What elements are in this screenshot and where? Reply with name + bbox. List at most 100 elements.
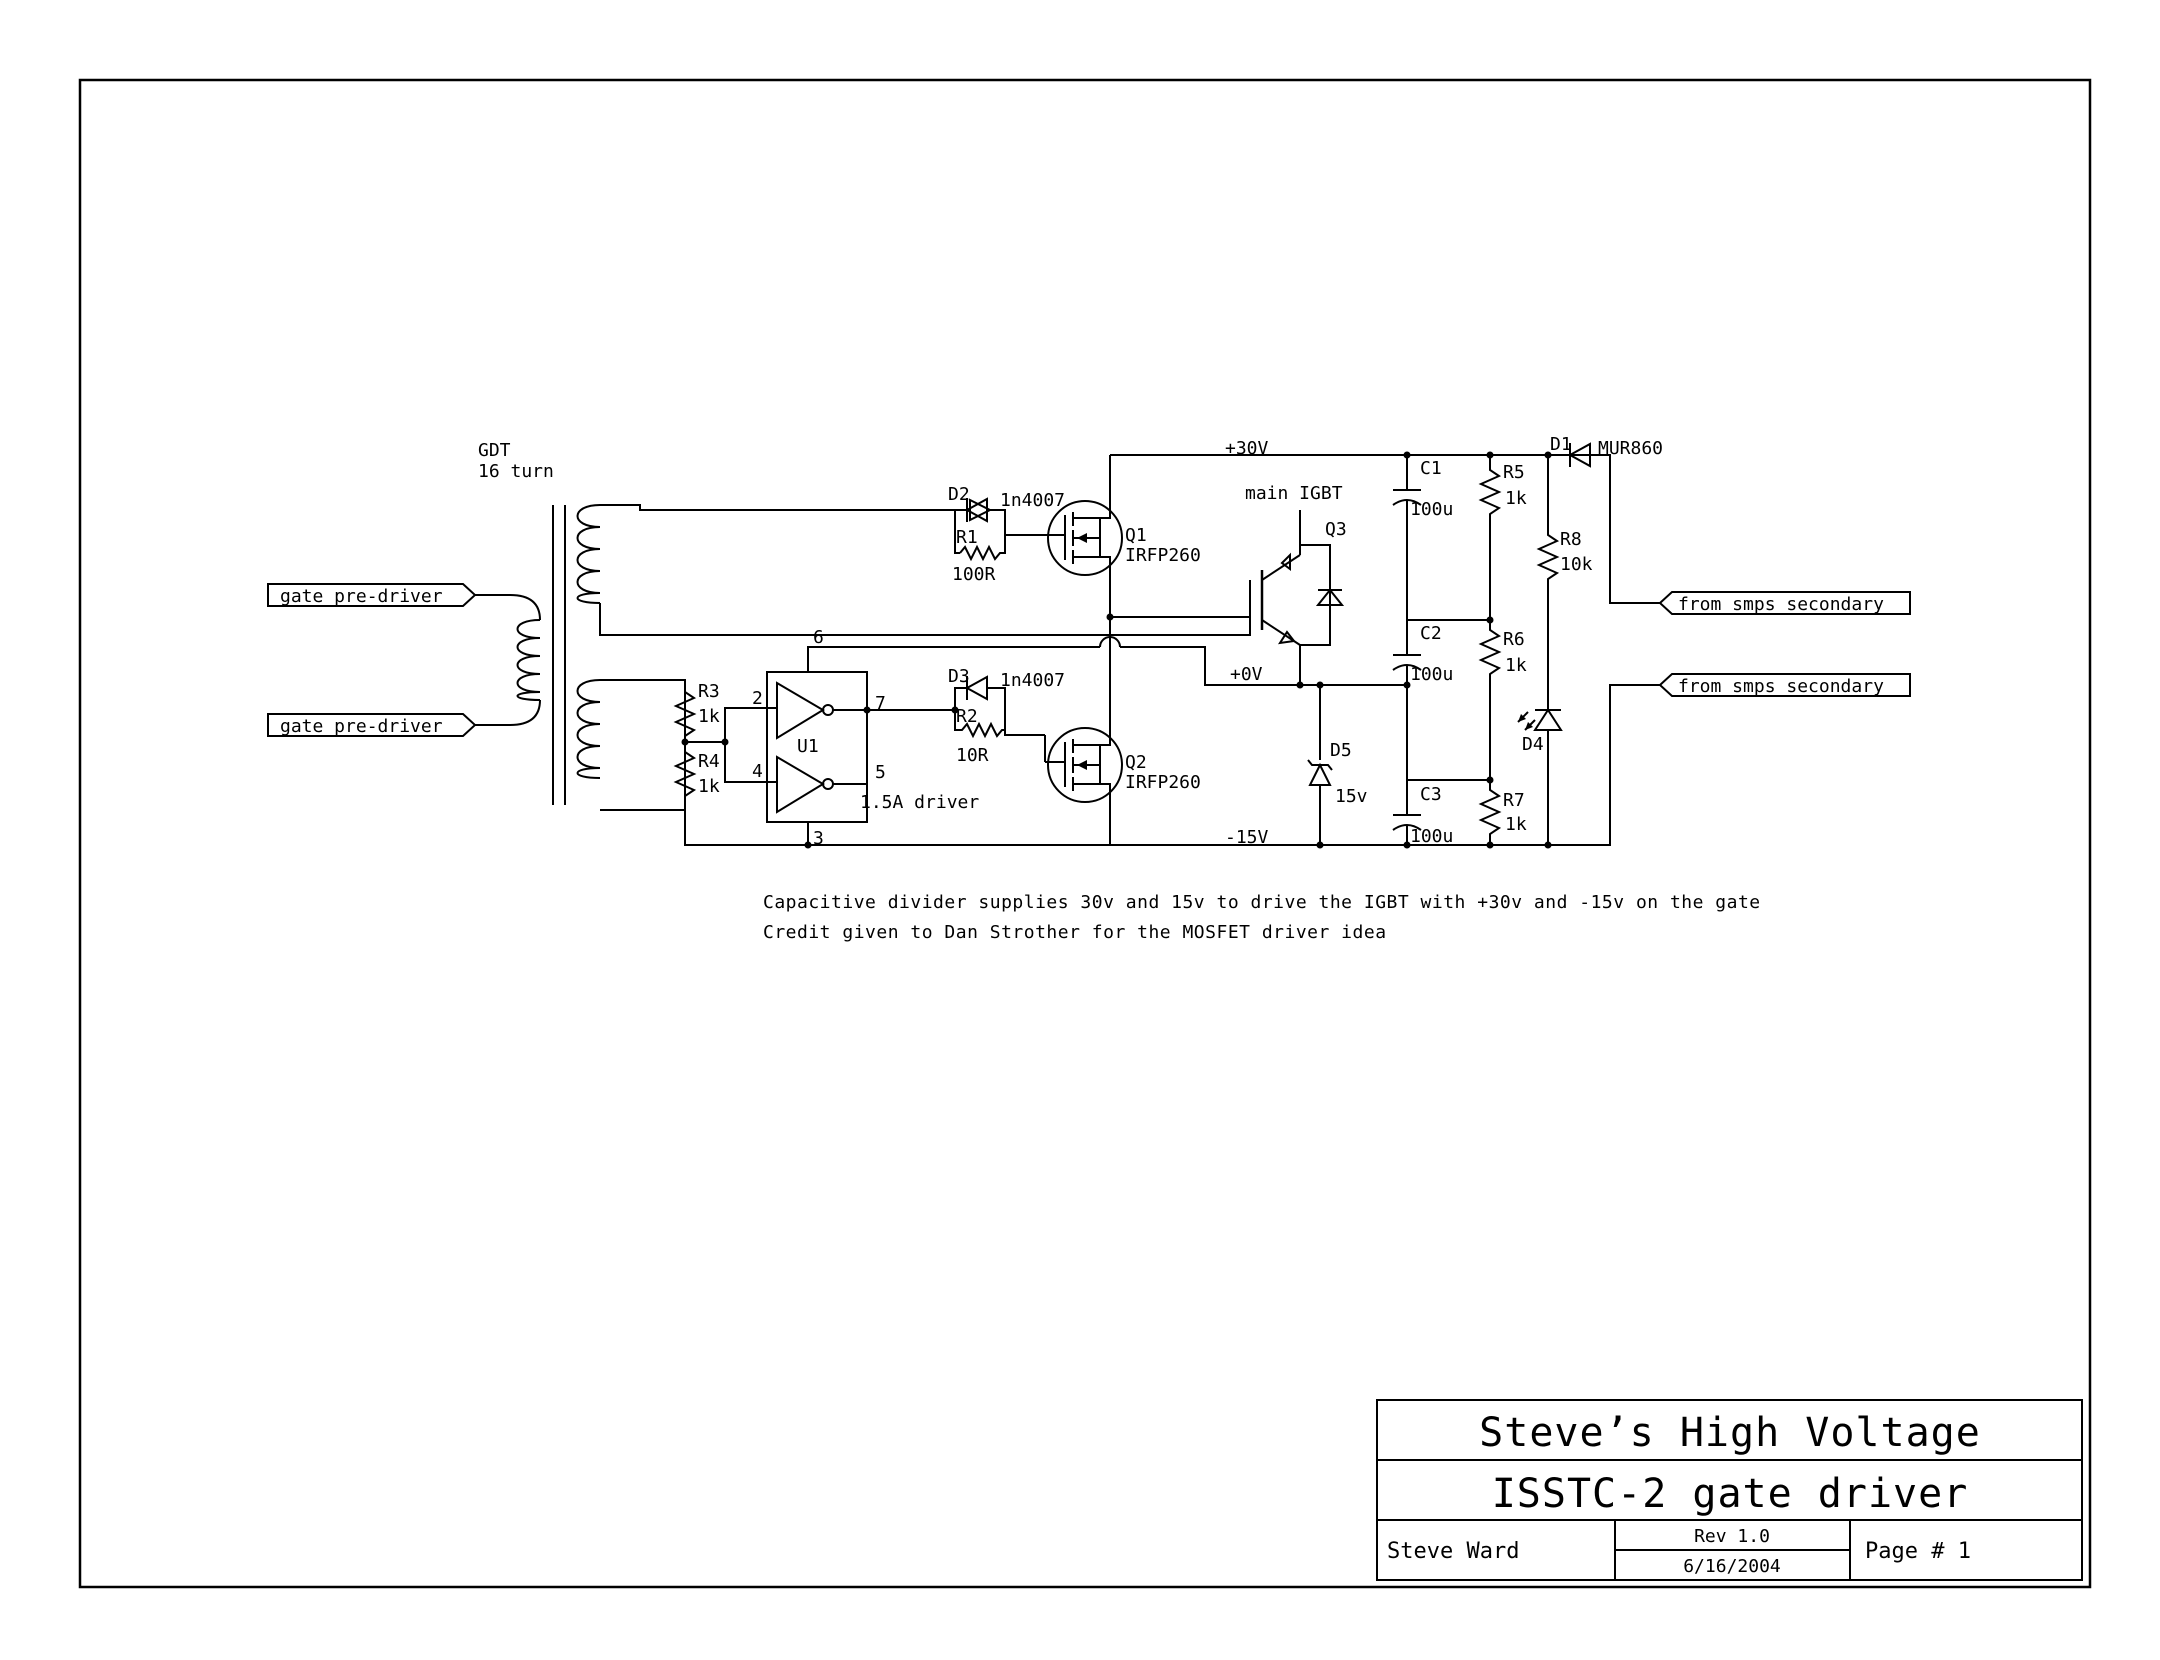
gdt-secondary-coil-2 — [576, 679, 601, 779]
svg-text:1k: 1k — [698, 706, 720, 727]
svg-text:R7: R7 — [1503, 790, 1525, 811]
svg-text:R6: R6 — [1503, 629, 1525, 650]
svg-text:C2: C2 — [1420, 623, 1442, 644]
svg-text:R2: R2 — [956, 706, 978, 727]
svg-text:IRFP260: IRFP260 — [1125, 772, 1201, 793]
diode-d3: D3 1n4007 — [948, 666, 1065, 701]
junction — [951, 706, 959, 714]
junction — [1296, 681, 1304, 689]
svg-text:IRFP260: IRFP260 — [1125, 545, 1201, 566]
svg-text:1k: 1k — [1505, 814, 1527, 835]
wire — [685, 707, 770, 743]
svg-text:1n4007: 1n4007 — [1000, 670, 1065, 691]
pin-label: 5 — [875, 762, 886, 783]
junction — [1486, 776, 1494, 784]
svg-text:Q1: Q1 — [1125, 525, 1147, 546]
wire — [807, 646, 1100, 672]
drawing-title: ISSTC-2 gate driver — [1492, 1471, 1969, 1517]
wire — [954, 687, 967, 710]
junction — [1316, 681, 1324, 689]
svg-text:10k: 10k — [1560, 554, 1593, 575]
wire — [599, 603, 1251, 636]
svg-text:C1: C1 — [1420, 458, 1442, 479]
svg-text:100u: 100u — [1410, 826, 1453, 847]
gdt-name: GDT — [478, 440, 511, 461]
wire — [475, 594, 541, 621]
diode-d1: D1 MUR860 — [1550, 434, 1663, 468]
net-minus15: -15V — [1225, 827, 1269, 848]
gdt-primary-coil — [516, 619, 541, 701]
wire — [987, 509, 1006, 535]
author: Steve Ward — [1387, 1539, 1519, 1564]
resistor-r2: R2 10R — [954, 706, 1045, 766]
company-name: Steve’s High Voltage — [1479, 1410, 1981, 1456]
net-plus30: +30V — [1225, 438, 1269, 459]
wire — [954, 510, 960, 554]
resistor-r5: R5 1k — [1478, 455, 1527, 620]
junction — [721, 738, 729, 746]
junction — [1403, 841, 1411, 849]
svg-text:D4: D4 — [1522, 734, 1544, 755]
wire — [475, 699, 541, 726]
sheet-border — [78, 78, 2092, 1589]
pin-label: 4 — [752, 761, 763, 782]
revision: Rev 1.0 — [1694, 1526, 1770, 1547]
port-gate-pre-driver-1: gate pre-driver — [267, 583, 477, 607]
port-smps-secondary-1: from smps secondary — [1658, 591, 1911, 615]
zener-d5: D5 15v — [1307, 685, 1368, 845]
diode-d2: D2 1n4007 — [948, 484, 1065, 523]
pin-label: 7 — [875, 693, 886, 714]
svg-text:D3: D3 — [948, 666, 970, 687]
led-d4: D4 — [1517, 708, 1563, 845]
svg-text:D2: D2 — [948, 484, 970, 505]
wire — [1590, 454, 1660, 604]
svg-text:R4: R4 — [698, 751, 720, 772]
wire — [600, 504, 955, 511]
resistor-r1: R1 100R — [952, 527, 1045, 585]
svg-text:MUR860: MUR860 — [1598, 438, 1663, 459]
port-label: from smps secondary — [1678, 594, 1884, 615]
svg-text:D5: D5 — [1330, 740, 1352, 761]
pin-label: 2 — [752, 688, 763, 709]
port-label: gate pre-driver — [280, 716, 443, 737]
svg-text:100u: 100u — [1410, 499, 1453, 520]
note-line-2: Credit given to Dan Strother for the MOS… — [763, 922, 1387, 943]
svg-text:C3: C3 — [1420, 784, 1442, 805]
mosfet-q2: Q2 IRFP260 — [1044, 725, 1201, 805]
wire — [1120, 646, 1315, 686]
wire — [1490, 684, 1660, 846]
wire — [850, 710, 868, 785]
svg-text:10R: 10R — [956, 745, 989, 766]
svg-text:100R: 100R — [952, 564, 996, 585]
capacitor-c2: C2 100u — [1392, 620, 1453, 780]
pin-label: 6 — [813, 627, 824, 648]
svg-text:Q2: Q2 — [1125, 752, 1147, 773]
resistor-r6: R6 1k — [1478, 620, 1527, 780]
svg-text:R5: R5 — [1503, 462, 1525, 483]
note-line-1: Capacitive divider supplies 30v and 15v … — [763, 892, 1761, 913]
igbt-q3: main IGBT Q3 — [1245, 483, 1347, 685]
pin-label: 3 — [813, 828, 824, 849]
junction — [1486, 616, 1494, 624]
svg-text:D1: D1 — [1550, 434, 1572, 455]
junction — [1403, 681, 1411, 689]
svg-text:R3: R3 — [698, 681, 720, 702]
capacitor-c3: C3 100u — [1392, 780, 1453, 847]
u1-ref: U1 — [797, 736, 819, 757]
port-smps-secondary-2: from smps secondary — [1658, 673, 1911, 697]
date: 6/16/2004 — [1683, 1556, 1781, 1577]
port-label: from smps secondary — [1678, 676, 1884, 697]
junction — [1316, 841, 1324, 849]
mosfet-q1: Q1 IRFP260 — [1045, 500, 1201, 580]
svg-text:1k: 1k — [698, 776, 720, 797]
svg-text:R8: R8 — [1560, 529, 1582, 550]
page-number: Page # 1 — [1865, 1539, 1971, 1564]
svg-text:1k: 1k — [1505, 655, 1527, 676]
capacitor-c1: C1 100u — [1392, 455, 1453, 620]
svg-text:R1: R1 — [956, 527, 978, 548]
wire — [987, 687, 1006, 735]
junction — [1403, 451, 1411, 459]
resistor-r7: R7 1k — [1478, 780, 1527, 845]
resistor-r4: R4 1k — [673, 742, 720, 810]
